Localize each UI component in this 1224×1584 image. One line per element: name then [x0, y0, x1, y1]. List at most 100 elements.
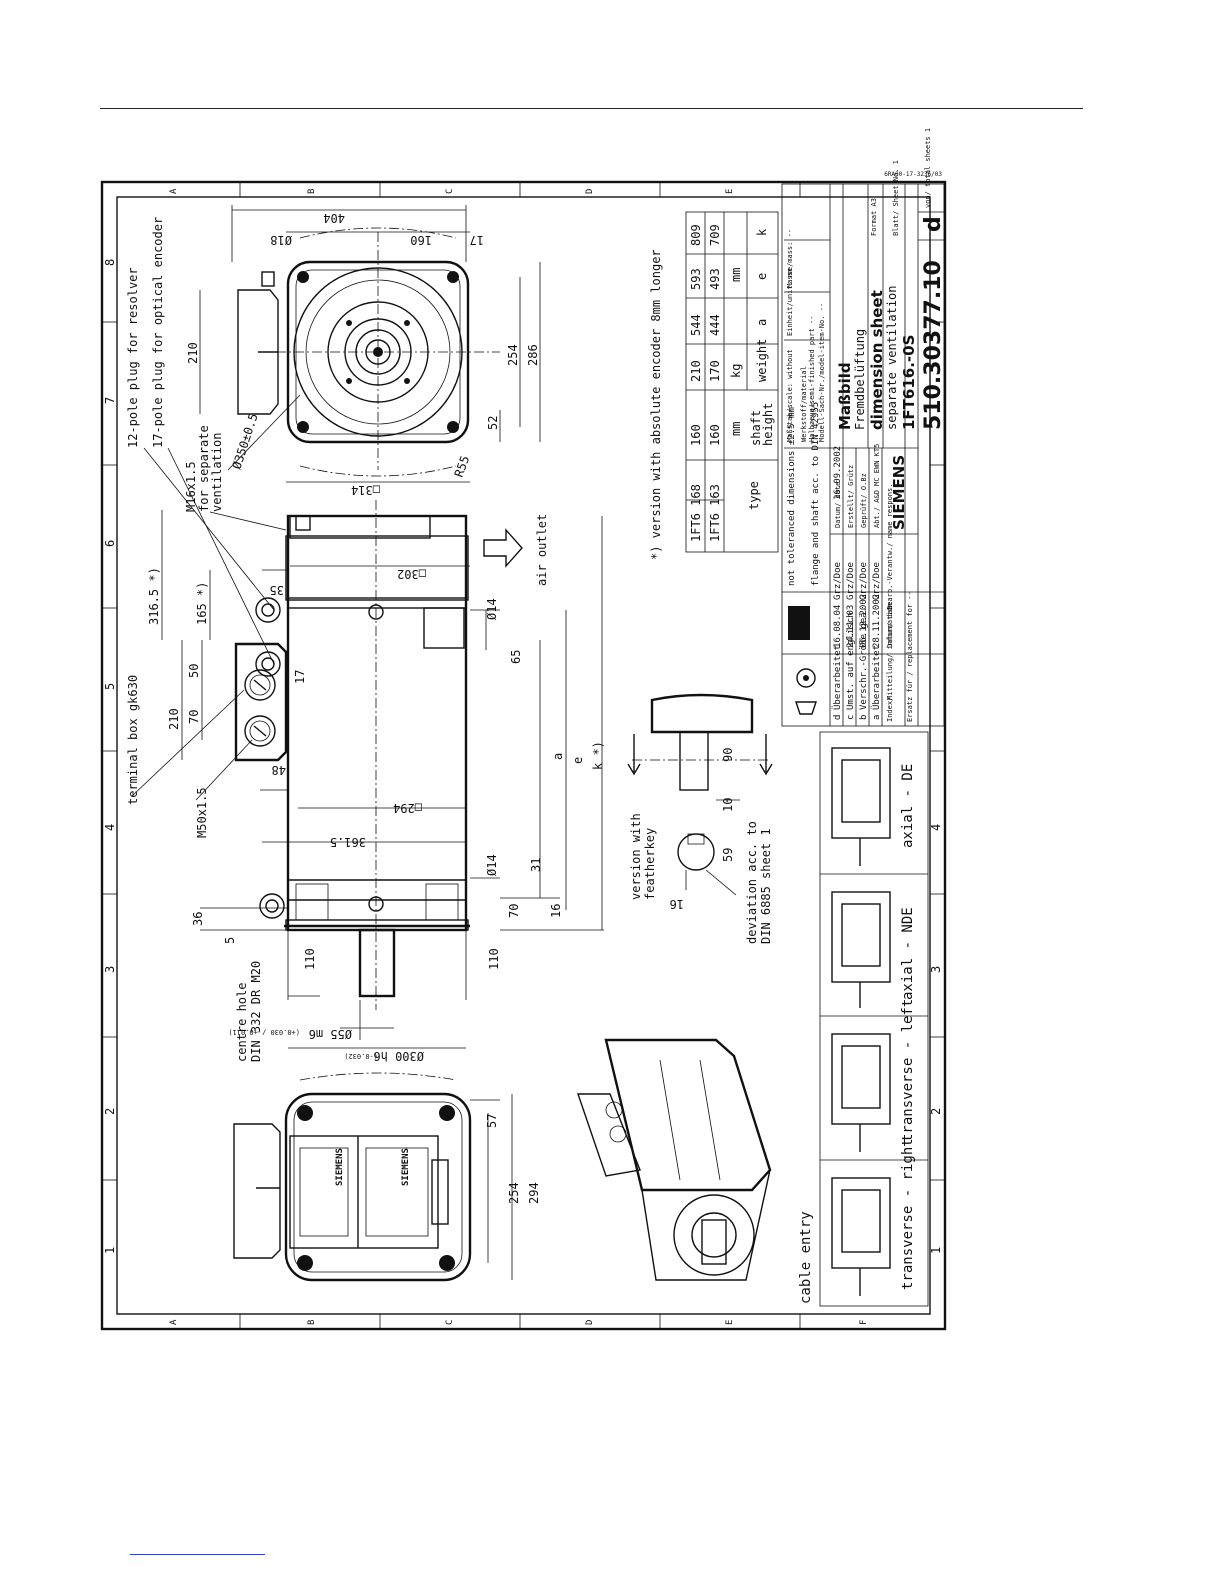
table-type-1: 1FT6 168 [689, 484, 703, 542]
dim-210-flange: 210 [186, 342, 200, 364]
title-de: Maßbild [836, 362, 854, 430]
dim-361-5: 361.5 [330, 835, 366, 849]
rev-a-idx: a [872, 715, 882, 720]
rear-view: SIEMENS SIEMENS [233, 1072, 513, 1282]
dim-16: 16 [549, 904, 563, 918]
dim-90: 90 [721, 748, 735, 762]
dim-r55: R55 [452, 454, 473, 479]
semi-label: Halbzeug/semi-finished part -- [808, 316, 816, 442]
dim-52: 52 [486, 416, 500, 430]
rev-b-text: Verschr.-Größe geä. [859, 607, 869, 710]
table-unit-mm: mm [729, 422, 743, 436]
rev-d-text: Überarbeitet [832, 645, 843, 710]
grid-row-b-bottom: B [307, 1320, 317, 1325]
top-reference: 6RA00-17-3236/03 [884, 171, 942, 178]
dim-254-flange: 254 [506, 344, 520, 366]
dim-294-rear: 294 [527, 1182, 541, 1204]
sheet-label: Blatt/ Sheet No. 1 [892, 160, 900, 236]
grid-row-a-bottom: A [169, 1319, 179, 1325]
rev-head-name: Bearb.-Verantw./ name respons. [886, 484, 894, 610]
sheets-label: von/ total sheets 1 [924, 128, 932, 208]
table-shaft-1: 160 [689, 424, 703, 446]
dim-35: 35 [270, 583, 284, 597]
dim-o14-top: Ø14 [485, 598, 499, 620]
dim-160: 160 [410, 233, 432, 247]
grid-col-8-left: 8 [103, 259, 117, 266]
dim-31: 31 [529, 858, 543, 872]
callout-m50: M50x1.5 [195, 787, 209, 838]
deviation-1: deviation acc. to [745, 821, 759, 944]
callout-din-332: DIN 332 DR M20 [249, 961, 263, 1062]
featherkey-label-1: version with [629, 813, 643, 900]
callout-centre-hole: centre hole [235, 983, 249, 1062]
created-by: Erstellt/ Grütz [847, 465, 855, 528]
rev-d-name: Grz/Doe [833, 562, 843, 600]
grid-row-e-top: E [725, 189, 735, 194]
scale-label: Maßstab/scale: without [786, 349, 794, 442]
rev-c-text: Umst. auf englisch [846, 612, 856, 710]
dim-o55: Ø55 m6 [309, 1027, 352, 1041]
dimension-table [685, 211, 779, 553]
table-head-height: height [761, 403, 775, 446]
rev-b-date: 06.12.2002 [859, 594, 869, 648]
grid-row-e-bottom: E [725, 1320, 735, 1325]
rev-head-info: Mitteilung/ information [886, 603, 894, 700]
title-en-2: separate ventilation [885, 286, 899, 431]
cable-entry-axial-de: axial - DE [900, 764, 916, 848]
table-e-1: 593 [689, 268, 703, 290]
rev-a-name: Grz/Doe [872, 562, 882, 600]
cable-entry-panel [819, 731, 929, 1307]
format-label: Format A3 [870, 198, 878, 236]
dim-48: 48 [272, 763, 286, 777]
featherkey-label-2: featherkey [643, 828, 657, 900]
dim-17-side: 17 [293, 670, 307, 684]
dim-165: 165 *) [195, 582, 209, 625]
tol-m6: (+0.030 / +0.011) [228, 1028, 300, 1036]
dim-o14-bottom: Ø14 [485, 854, 499, 876]
mass-label: Masse/mass: -- [786, 229, 794, 288]
dim-316-5: 316.5 *) [147, 567, 161, 625]
table-k-1: 809 [689, 224, 703, 246]
brand-logo: SIEMENS [890, 455, 908, 530]
cable-entry-title: cable entry [798, 1211, 814, 1304]
callout-terminal-box: terminal box gk630 [126, 675, 140, 805]
table-head-e: e [755, 273, 769, 280]
grid-col-1-left: 1 [103, 1247, 117, 1254]
rev-d-idx: d [833, 715, 843, 720]
dim-sq294: □294 [393, 801, 422, 815]
approved-by: Abt./ A&D MC EWN KT5 [873, 444, 881, 528]
table-e-2: 493 [708, 268, 722, 290]
dim-k: k *) [591, 741, 605, 770]
grid-col-3-right: 3 [929, 966, 943, 973]
grid-col-6-left: 6 [103, 540, 117, 547]
dim-10: 10 [721, 798, 735, 812]
callout-resolver: 12-pole plug for resolver [126, 267, 140, 448]
drawing-number: 510.30377.10 [921, 260, 946, 430]
table-unit-mm2: mm [729, 268, 743, 282]
deviation-2: DIN 6885 sheet 1 [759, 828, 773, 944]
callout-ventilation: ventilation [210, 433, 224, 512]
cable-entry-transverse-left: transverse - left [900, 999, 916, 1142]
table-head-weight: weight [755, 339, 769, 382]
grid-col-1-right: 1 [929, 1247, 943, 1254]
side-view [131, 447, 604, 1049]
inner-frame [116, 196, 931, 1315]
flange-note: flange and shaft acc. to DIN 42955 [811, 402, 821, 586]
dim-210-side: 210 [167, 708, 181, 730]
grid-col-5-left: 5 [103, 683, 117, 690]
tolerance-note: not toleranced dimensions ±2.5 mm [787, 407, 797, 586]
title-en: dimension sheet [868, 290, 886, 430]
grid-row-d-top: D [585, 189, 595, 194]
grid-col-4-left: 4 [103, 824, 117, 831]
checked-by: Geprüft/ O.Bz [860, 473, 868, 528]
table-type-2: 1FT6 163 [708, 484, 722, 542]
callout-optical-encoder: 17-pole plug for optical encoder [151, 217, 165, 448]
dim-17: 17 [470, 233, 484, 247]
cable-entry-transverse-right: transverse - right [900, 1138, 916, 1290]
rear-logo-left: SIEMENS [335, 1148, 345, 1186]
isometric-view [577, 1038, 772, 1281]
revision-letter: d [921, 216, 946, 232]
grid-col-7-left: 7 [103, 397, 117, 404]
date-value: 16.09.2002 [833, 446, 843, 500]
